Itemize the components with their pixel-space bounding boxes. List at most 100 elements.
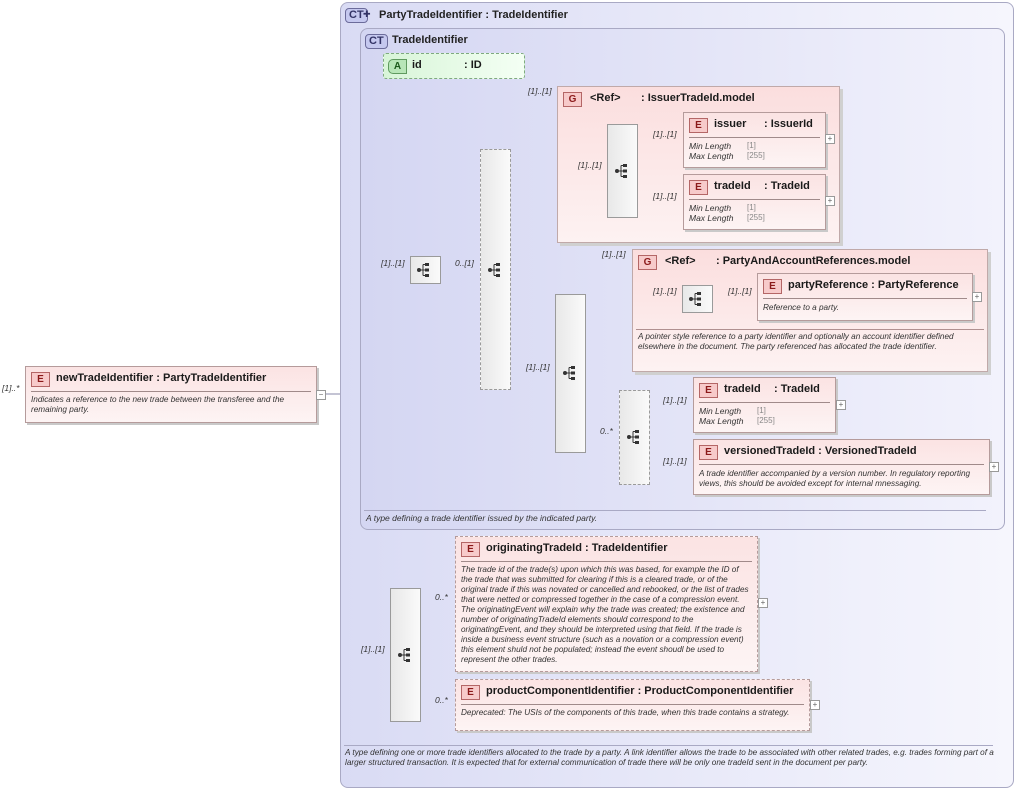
facet-label: Min Length bbox=[689, 203, 732, 213]
cardinality-label: 0..* bbox=[600, 426, 613, 436]
complex-type-title: PartyTradeIdentifier : TradeIdentifier bbox=[379, 9, 568, 21]
element-type: : TradeIdentifier bbox=[585, 542, 668, 554]
attribute-name: id bbox=[412, 59, 422, 71]
cardinality-label: [1]..[1] bbox=[602, 249, 626, 259]
cardinality-label: 0..* bbox=[435, 592, 448, 602]
element-originating-trade-id[interactable]: E originatingTradeId : TradeIdentifier T… bbox=[455, 536, 758, 672]
plus-icon: ✚ bbox=[363, 9, 371, 19]
plus-icon[interactable]: + bbox=[836, 400, 846, 410]
root-cardinality: [1]..* bbox=[2, 383, 20, 393]
facet-label: Max Length bbox=[699, 416, 744, 426]
element-name: partyReference bbox=[788, 279, 869, 291]
element-type: : TradeId bbox=[774, 383, 820, 395]
choice-icon bbox=[627, 430, 639, 444]
plus-icon[interactable]: + bbox=[989, 462, 999, 472]
choice-compositor bbox=[480, 149, 511, 390]
element-type: : PartyReference bbox=[871, 279, 959, 291]
sequence-compositor bbox=[682, 285, 713, 313]
facet-label: Max Length bbox=[689, 213, 734, 223]
element-doc: The trade id of the trade(s) upon which … bbox=[461, 565, 749, 664]
element-name: tradeId bbox=[724, 383, 761, 395]
element-tag: E bbox=[461, 685, 480, 700]
element-doc: Indicates a reference to the new trade b… bbox=[31, 395, 285, 414]
facet-value: [255] bbox=[757, 416, 775, 425]
choice-icon bbox=[488, 263, 500, 277]
element-type: : ProductComponentIdentifier bbox=[637, 685, 794, 697]
complex-type-tag: CT bbox=[365, 34, 388, 49]
facet-value: [255] bbox=[747, 213, 765, 222]
sequence-compositor bbox=[555, 294, 586, 453]
cardinality-label: [1]..[1] bbox=[528, 86, 552, 96]
cardinality-label: [1]..[1] bbox=[663, 456, 687, 466]
element-name: productComponentIdentifier bbox=[486, 685, 635, 697]
cardinality-label: [1]..[1] bbox=[728, 286, 752, 296]
sequence-compositor bbox=[607, 124, 638, 218]
element-issuer[interactable]: E issuer : IssuerId Min Length [1] Max L… bbox=[683, 112, 826, 168]
sequence-icon bbox=[398, 648, 410, 662]
cardinality-label: [1]..[1] bbox=[663, 395, 687, 405]
attribute-id[interactable]: A id : ID bbox=[383, 53, 525, 79]
sequence-icon bbox=[563, 366, 575, 380]
element-doc: A trade identifier accompanied by a vers… bbox=[699, 469, 971, 488]
group-name: : IssuerTradeId.model bbox=[641, 92, 755, 104]
complex-type-title: TradeIdentifier bbox=[392, 34, 468, 46]
cardinality-label: [1]..[1] bbox=[526, 362, 550, 372]
plus-icon[interactable]: − bbox=[316, 390, 326, 400]
element-name: tradeId bbox=[714, 180, 751, 192]
element-type: : PartyTradeIdentifier bbox=[156, 372, 267, 384]
plus-icon[interactable]: + bbox=[972, 292, 982, 302]
element-name: originatingTradeId bbox=[486, 542, 582, 554]
element-tag: E bbox=[699, 445, 718, 460]
element-doc: Deprecated: The USIs of the components o… bbox=[461, 708, 790, 717]
element-trade-id[interactable]: E tradeId : TradeId Min Length [1] Max L… bbox=[683, 174, 826, 230]
complex-type-doc: A type defining one or more trade identi… bbox=[345, 748, 994, 767]
complex-type-doc: A type defining a trade identifier issue… bbox=[366, 513, 598, 523]
sequence-icon bbox=[615, 164, 627, 178]
group-ref: <Ref> bbox=[590, 92, 621, 104]
element-party-reference[interactable]: E partyReference : PartyReference Refere… bbox=[757, 273, 973, 321]
element-name: versionedTradeId bbox=[724, 445, 816, 457]
attribute-tag: A bbox=[388, 59, 407, 74]
plus-icon[interactable]: + bbox=[758, 598, 768, 608]
group-tag: G bbox=[563, 92, 582, 107]
element-product-component-identifier[interactable]: E productComponentIdentifier : ProductCo… bbox=[455, 679, 810, 731]
element-trade-id-2[interactable]: E tradeId : TradeId Min Length [1] Max L… bbox=[693, 377, 836, 433]
element-tag: E bbox=[689, 180, 708, 195]
plus-icon[interactable]: + bbox=[825, 134, 835, 144]
facet-value: [255] bbox=[747, 151, 765, 160]
cardinality-label: [1]..[1] bbox=[381, 258, 405, 268]
facet-value: [1] bbox=[747, 141, 756, 150]
plus-icon[interactable]: + bbox=[810, 700, 820, 710]
group-ref: <Ref> bbox=[665, 255, 696, 267]
cardinality-label: 0..[1] bbox=[455, 258, 474, 268]
choice-compositor bbox=[619, 390, 650, 485]
element-name: issuer bbox=[714, 118, 747, 130]
facet-value: [1] bbox=[757, 406, 766, 415]
element-tag: E bbox=[689, 118, 708, 133]
element-new-trade-identifier[interactable]: E newTradeIdentifier : PartyTradeIdentif… bbox=[25, 366, 317, 423]
facet-label: Min Length bbox=[689, 141, 732, 151]
sequence-icon bbox=[689, 292, 701, 306]
plus-icon[interactable]: + bbox=[825, 196, 835, 206]
element-type: : IssuerId bbox=[764, 118, 813, 130]
element-name: newTradeIdentifier bbox=[56, 372, 154, 384]
group-doc: A pointer style reference to a party ide… bbox=[638, 332, 954, 351]
element-tag: E bbox=[461, 542, 480, 557]
complex-type-tag: CT bbox=[345, 8, 368, 23]
facet-label: Max Length bbox=[689, 151, 734, 161]
facet-label: Min Length bbox=[699, 406, 742, 416]
element-tag: E bbox=[763, 279, 782, 294]
sequence-icon bbox=[417, 263, 429, 277]
cardinality-label: [1]..[1] bbox=[361, 644, 385, 654]
cardinality-label: [1]..[1] bbox=[653, 129, 677, 139]
element-type: : TradeId bbox=[764, 180, 810, 192]
cardinality-label: 0..* bbox=[435, 695, 448, 705]
group-name: : PartyAndAccountReferences.model bbox=[716, 255, 911, 267]
element-type: : VersionedTradeId bbox=[818, 445, 917, 457]
sequence-compositor bbox=[390, 588, 421, 722]
element-tag: E bbox=[31, 372, 50, 387]
element-versioned-trade-id[interactable]: E versionedTradeId : VersionedTradeId A … bbox=[693, 439, 990, 495]
element-tag: E bbox=[699, 383, 718, 398]
group-tag: G bbox=[638, 255, 657, 270]
sequence-compositor bbox=[410, 256, 441, 284]
